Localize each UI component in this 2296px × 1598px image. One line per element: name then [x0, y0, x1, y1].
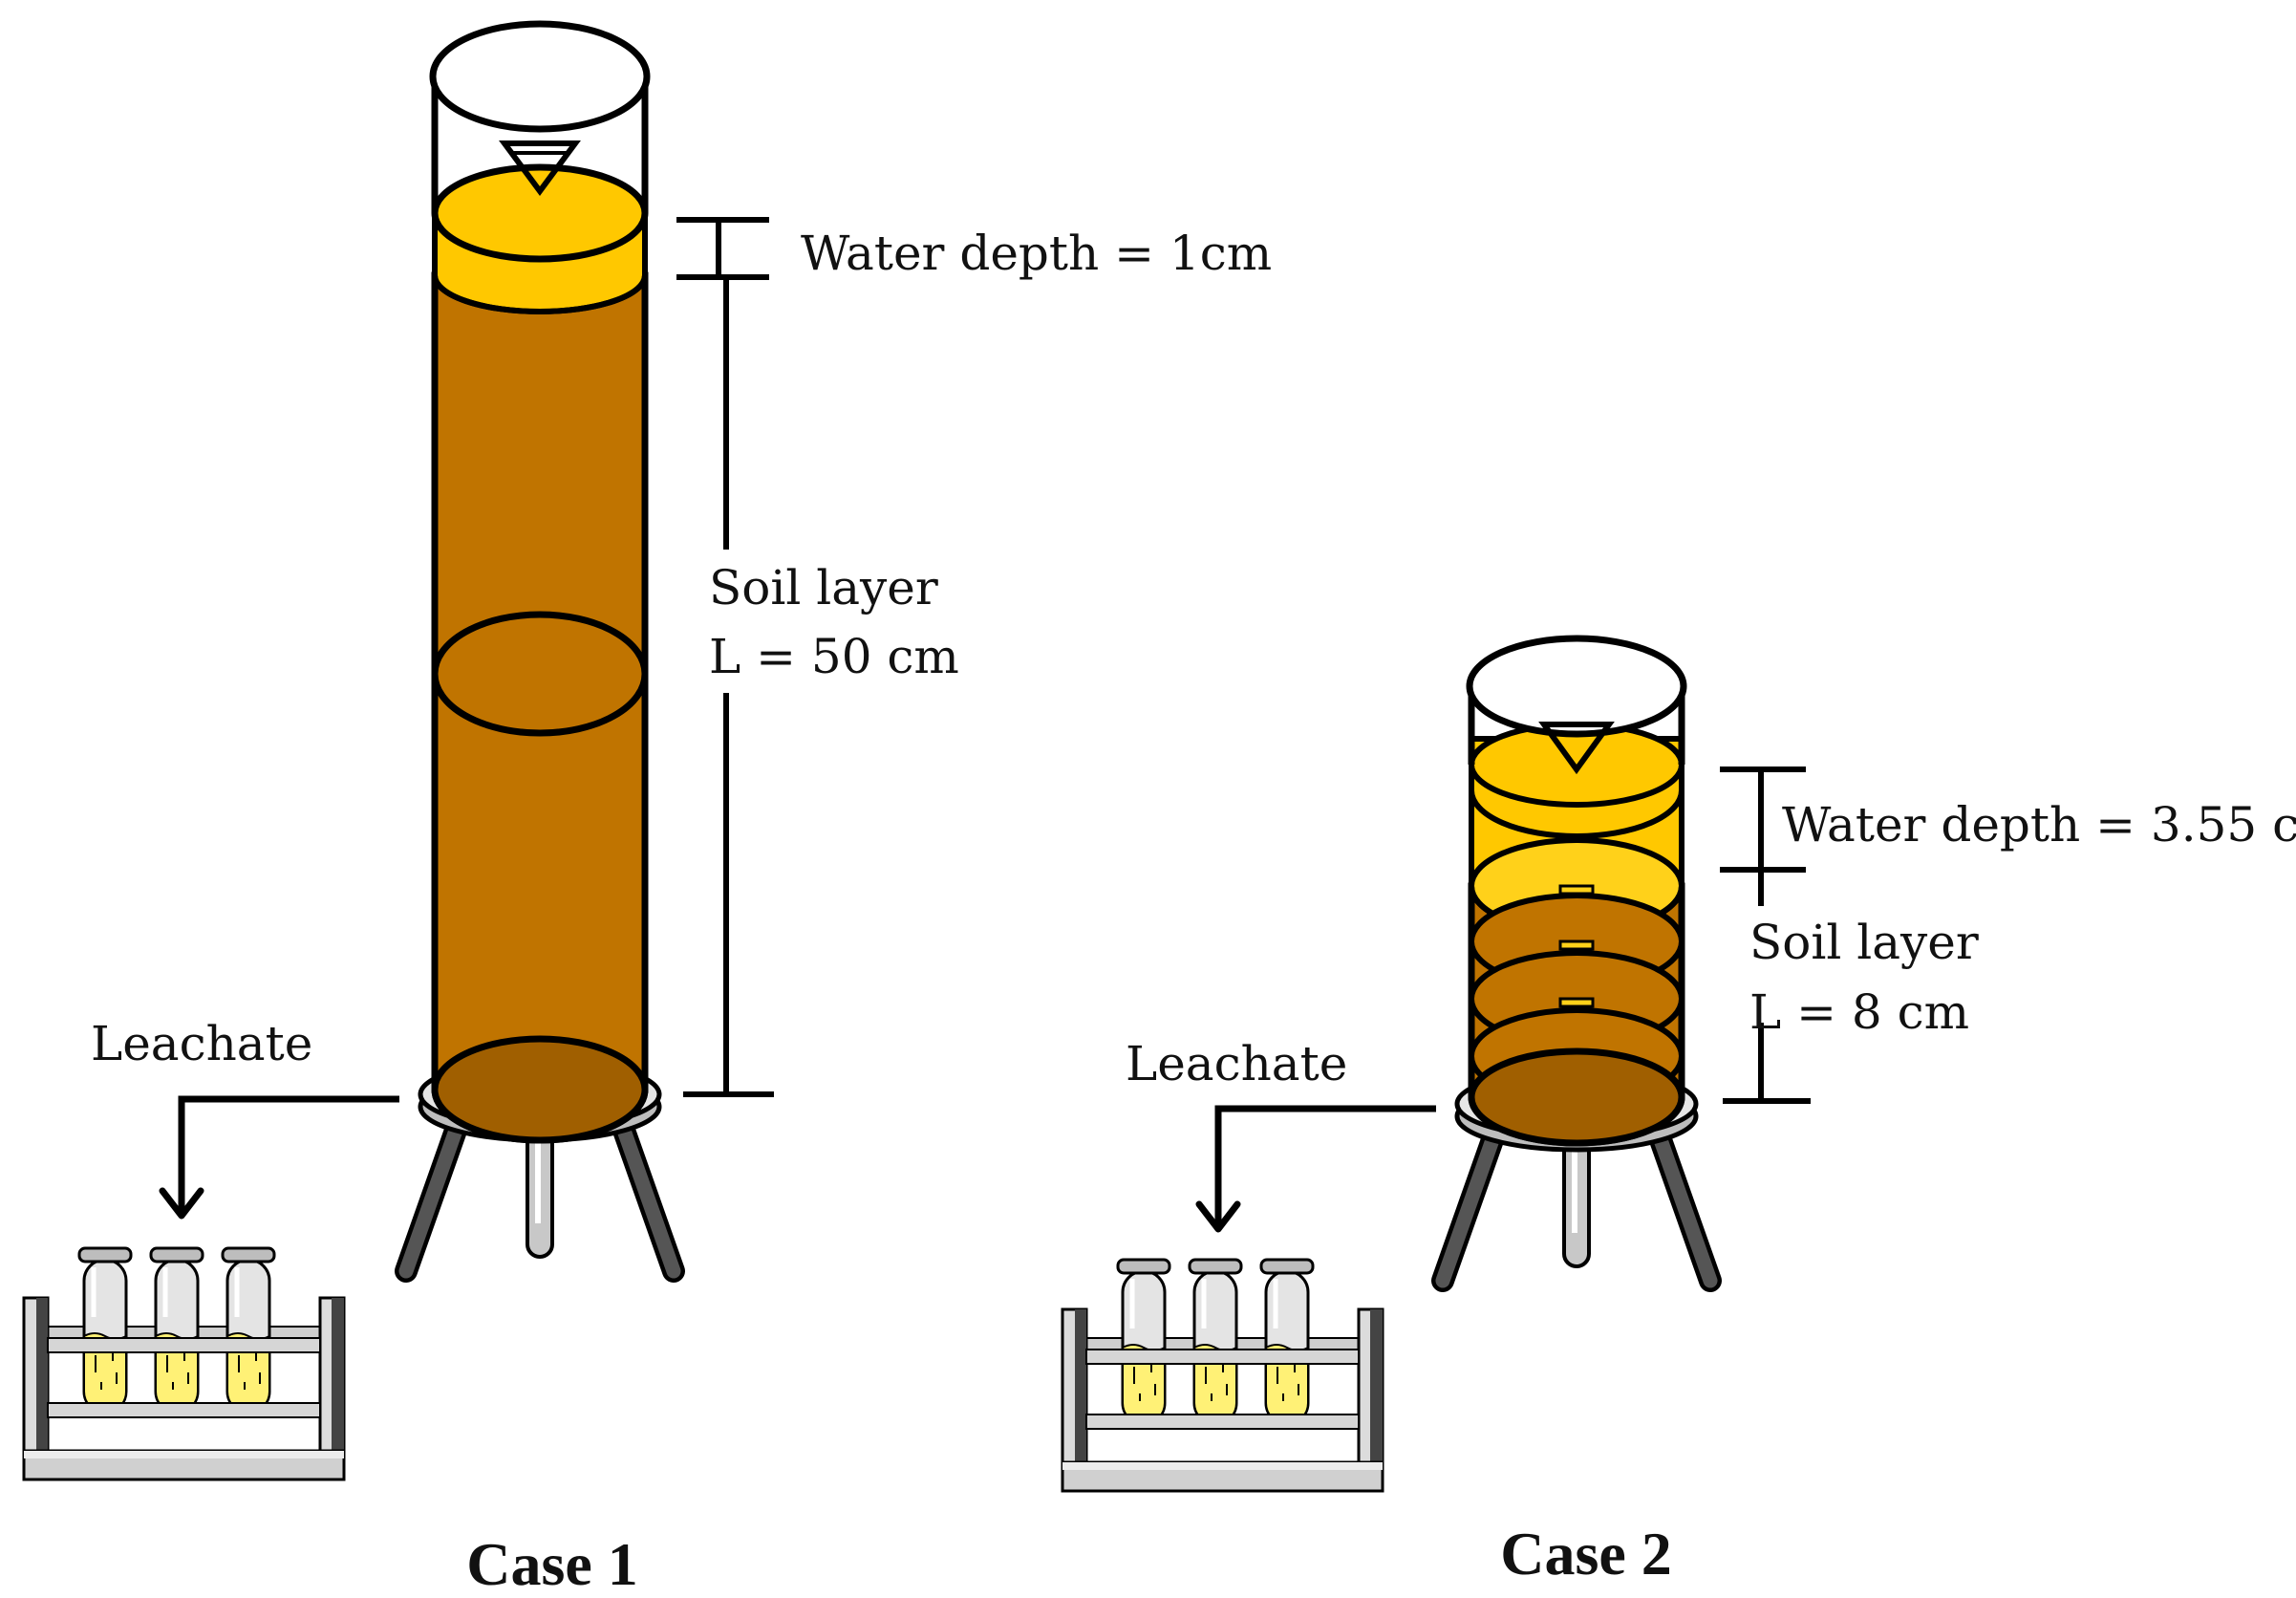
- case1-water-surface-marker-icon: [499, 140, 581, 197]
- case2-leachate-arrow-icon: [1199, 1105, 1436, 1229]
- case1-dimension-lines: [676, 217, 774, 1097]
- case2-column: [1466, 635, 1687, 1147]
- case2-water-surface-marker-icon: [1538, 722, 1615, 775]
- case2-leachate-label: Leachate: [1126, 1036, 1347, 1091]
- case1-column: [429, 20, 651, 1144]
- case1-soil-label-line1: Soil layer: [709, 560, 938, 615]
- case2-test-tube-rack: [1062, 1260, 1383, 1491]
- case1-caption: Case 1: [466, 1530, 638, 1598]
- case2-soil-label-line2: L = 8 cm: [1749, 984, 1969, 1040]
- case2-group: Water depth = 3.55 cm Soil layer L = 8 c…: [1062, 635, 2296, 1587]
- case1-leachate-label: Leachate: [91, 1016, 312, 1071]
- case2-soil-label-line1: Soil layer: [1749, 915, 1979, 970]
- case2-water-depth-label: Water depth = 3.55 cm: [1782, 797, 2296, 853]
- case2-dimension-lines: [1720, 767, 1811, 1104]
- case1-group: Water depth = 1cm Soil layer L = 50 cm L…: [24, 20, 1272, 1598]
- case1-leachate-arrow-icon: [162, 1095, 399, 1216]
- case1-water-depth-label: Water depth = 1cm: [801, 226, 1272, 281]
- case1-soil-label-line2: L = 50 cm: [709, 629, 959, 684]
- case1-test-tube-rack: [24, 1248, 344, 1479]
- case2-caption: Case 2: [1500, 1520, 1672, 1587]
